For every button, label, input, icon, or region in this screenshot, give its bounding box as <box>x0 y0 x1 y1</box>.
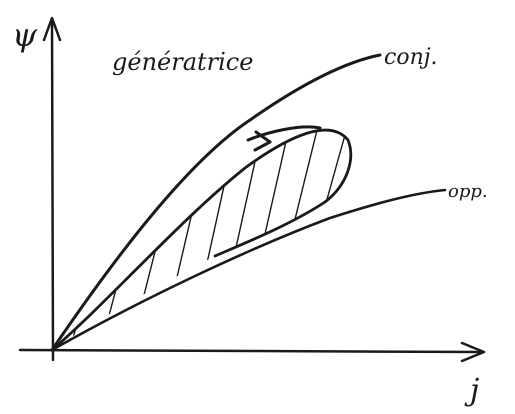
curve-opp <box>50 188 447 352</box>
y-axis-line <box>50 18 55 362</box>
curve-conj <box>50 53 382 352</box>
loop-direction-arrow-icon <box>253 130 272 152</box>
x-axis-label: j <box>464 373 479 408</box>
axes <box>18 16 486 363</box>
y-axis-arrow-icon <box>42 16 62 42</box>
curve-label-conj: conj. <box>384 45 438 70</box>
loop-curve <box>50 128 353 352</box>
hatched-region <box>69 130 351 350</box>
curve-label-opp: opp. <box>448 181 488 202</box>
diagram-title: génératrice <box>112 48 253 76</box>
loop-top-stroke <box>246 125 322 142</box>
y-axis-label: ψ <box>12 16 38 54</box>
x-axis-line <box>18 348 484 354</box>
x-axis-arrow-icon <box>460 341 486 363</box>
